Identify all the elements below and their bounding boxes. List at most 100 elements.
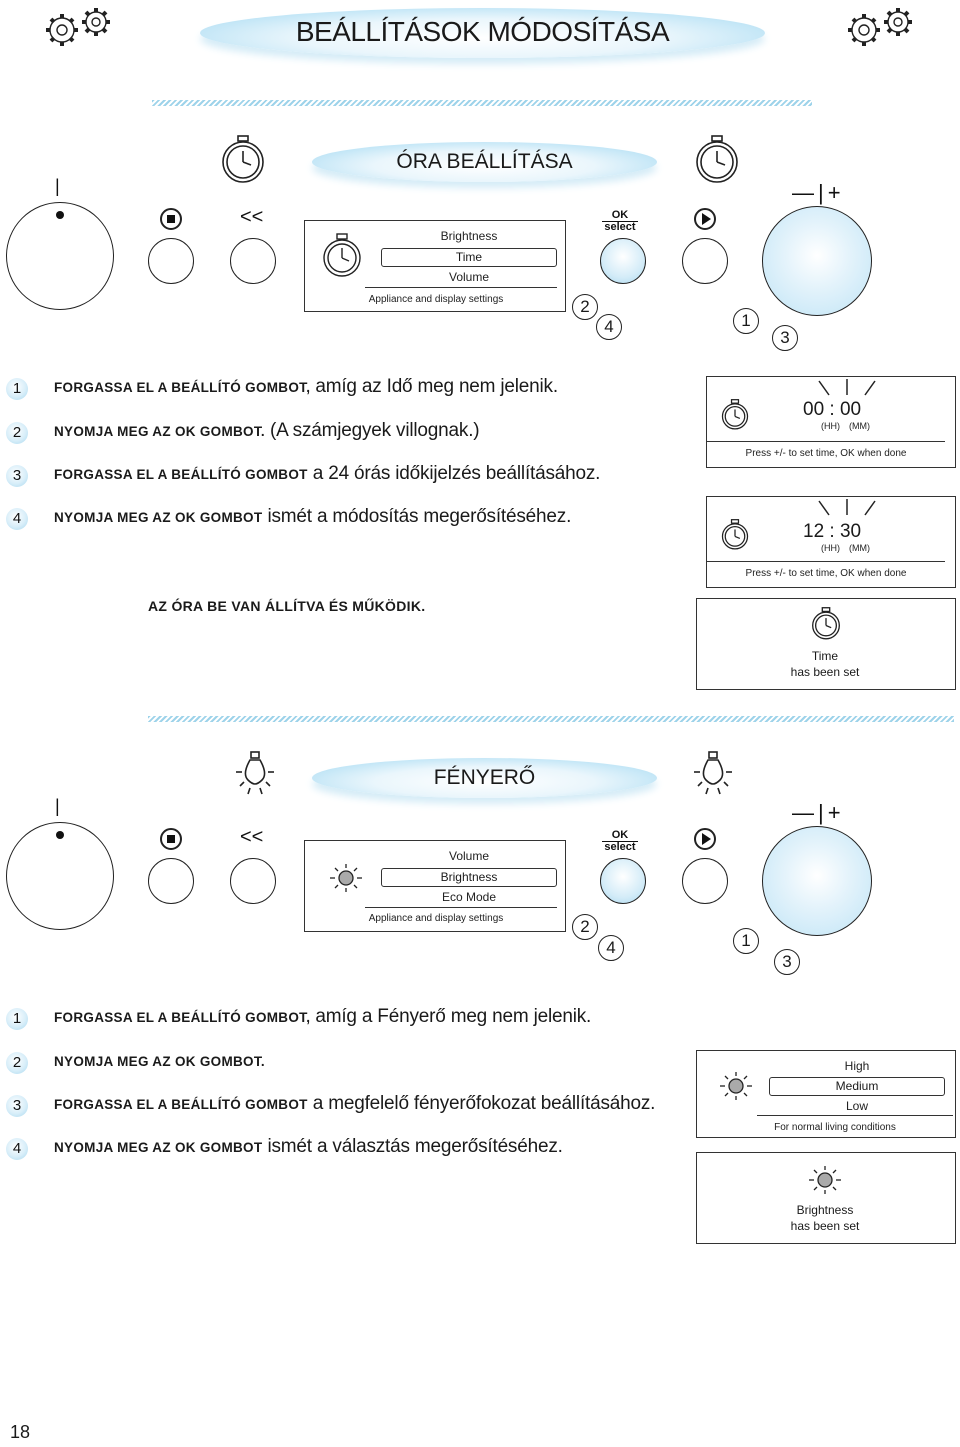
- section-clock-title: ÓRA BEÁLLÍTÁSA: [396, 150, 573, 173]
- clock-icon-display: [719, 399, 751, 431]
- menu-footer: Appliance and display settings: [368, 913, 504, 924]
- bulb-icon-left: [232, 750, 278, 802]
- clock-icon-left: [218, 134, 268, 186]
- minus-plus-symbol: —|+: [792, 800, 845, 825]
- level-high[interactable]: High: [844, 1059, 870, 1073]
- step-number: 4: [6, 1138, 28, 1160]
- play-icon: [694, 828, 716, 850]
- hh-label: (HH): [821, 543, 840, 553]
- step-number: 4: [6, 508, 28, 530]
- function-knob[interactable]: [6, 822, 114, 930]
- step-text: Forgassa el a beállító gombot, amíg a Fé…: [54, 1006, 592, 1027]
- menu-item-brightness[interactable]: Brightness: [440, 229, 498, 243]
- stop-button[interactable]: [148, 858, 194, 904]
- rewind-symbol: <<: [240, 826, 264, 848]
- blink-indicator-icon: [818, 499, 876, 516]
- back-button[interactable]: [230, 858, 276, 904]
- callout-4: 4: [598, 935, 624, 961]
- start-button[interactable]: [682, 858, 728, 904]
- brightness-set-line2: has been set: [790, 1219, 860, 1233]
- clock-icon-display: [719, 519, 751, 551]
- blink-indicator-icon: [818, 379, 876, 396]
- rewind-symbol: <<: [240, 206, 264, 228]
- menu-divider: [365, 287, 557, 288]
- level-footer: For normal living conditions: [774, 1122, 896, 1133]
- time-hint: Press +/- to set time, OK when done: [745, 568, 907, 579]
- page-number: 18: [10, 1422, 31, 1442]
- ok-select-button[interactable]: [600, 858, 646, 904]
- step-text: Nyomja meg az OK gombot.: [54, 1054, 265, 1069]
- menu-display-2: Volume Brightness Eco Mode Appliance and…: [304, 840, 566, 932]
- section-brightness-title: FÉNYERŐ: [433, 766, 536, 789]
- step-text: Nyomja meg az OK gombot. (A számjegyek v…: [54, 420, 480, 441]
- callout-2: 2: [572, 914, 598, 940]
- mode-symbol: |: [55, 796, 60, 816]
- clock-status-text: Az óra be van állítva és működik.: [148, 598, 426, 614]
- clock-icon-display: [319, 233, 365, 279]
- time-set-line1: Time: [811, 649, 839, 663]
- display-divider: [707, 561, 945, 562]
- step-text: Forgassa el a beállító gombot a megfelel…: [54, 1093, 656, 1114]
- time-set-display: Time has been set: [696, 598, 956, 690]
- menu-item-volume[interactable]: Volume: [448, 849, 490, 863]
- knob-indicator-dot: [56, 831, 64, 839]
- stop-button[interactable]: [148, 238, 194, 284]
- level-medium-selected[interactable]: Medium: [769, 1077, 945, 1096]
- step-number: 2: [6, 1052, 28, 1074]
- callout-1: 1: [733, 308, 759, 334]
- adjust-knob[interactable]: [762, 206, 872, 316]
- callout-4: 4: [596, 314, 622, 340]
- mode-symbol: |: [55, 176, 60, 196]
- time-value: 12 : 30: [803, 521, 862, 542]
- divider-hatch-1: [152, 100, 812, 106]
- step-number: 2: [6, 422, 28, 444]
- adjust-knob[interactable]: [762, 826, 872, 936]
- mm-label: (MM): [849, 421, 870, 431]
- back-button[interactable]: [230, 238, 276, 284]
- ok-select-label: OK select: [602, 210, 638, 233]
- start-button[interactable]: [682, 238, 728, 284]
- menu-display-1: Brightness Time Volume Appliance and dis…: [304, 220, 566, 312]
- stop-icon: [160, 828, 182, 850]
- display-divider: [757, 1115, 953, 1116]
- step-number: 3: [6, 1095, 28, 1117]
- menu-item-volume[interactable]: Volume: [448, 270, 490, 284]
- hh-label: (HH): [821, 421, 840, 431]
- divider-hatch-2: [148, 716, 954, 722]
- level-low[interactable]: Low: [845, 1099, 868, 1113]
- brightness-icon-display: [719, 1071, 753, 1101]
- callout-1: 1: [733, 928, 759, 954]
- brightness-icon-display: [329, 863, 363, 893]
- time-hint: Press +/- to set time, OK when done: [745, 448, 907, 459]
- gear-icon-right: [842, 6, 922, 50]
- step-text: Forgassa el a beállító gombot, amíg az I…: [54, 376, 558, 397]
- play-icon: [694, 208, 716, 230]
- function-knob[interactable]: [6, 202, 114, 310]
- section-brightness-banner: FÉNYERŐ: [312, 758, 657, 798]
- page-title-banner: BEÁLLÍTÁSOK MÓDOSÍTÁSA: [200, 8, 765, 58]
- time-value: 00 : 00: [803, 399, 862, 420]
- section-clock-banner: ÓRA BEÁLLÍTÁSA: [312, 142, 657, 182]
- step-number: 3: [6, 465, 28, 487]
- step-number: 1: [6, 378, 28, 400]
- display-divider: [707, 441, 945, 442]
- gear-icon-left: [40, 6, 120, 50]
- step-text: Nyomja meg az OK gombot ismét a módosítá…: [54, 506, 572, 527]
- time-set-line2: has been set: [790, 665, 860, 679]
- time-display-2: 12 : 30 (HH) (MM) Press +/- to set time,…: [706, 496, 956, 588]
- brightness-set-line1: Brightness: [796, 1203, 854, 1217]
- clock-icon-display: [809, 607, 843, 641]
- callout-3: 3: [772, 325, 798, 351]
- step-text: Forgassa el a beállító gombot a 24 órás …: [54, 463, 601, 484]
- menu-item-time-selected[interactable]: Time: [381, 248, 557, 267]
- ok-select-button[interactable]: [600, 238, 646, 284]
- menu-item-eco-mode[interactable]: Eco Mode: [441, 890, 497, 904]
- bulb-icon-right: [690, 750, 736, 802]
- page-title: BEÁLLÍTÁSOK MÓDOSÍTÁSA: [295, 16, 670, 47]
- ok-select-label: OK select: [602, 830, 638, 853]
- brightness-icon-display: [808, 1165, 842, 1195]
- time-display-1: 00 : 00 (HH) (MM) Press +/- to set time,…: [706, 376, 956, 468]
- mm-label: (MM): [849, 543, 870, 553]
- minus-plus-symbol: —|+: [792, 180, 845, 205]
- menu-item-brightness-selected[interactable]: Brightness: [381, 868, 557, 887]
